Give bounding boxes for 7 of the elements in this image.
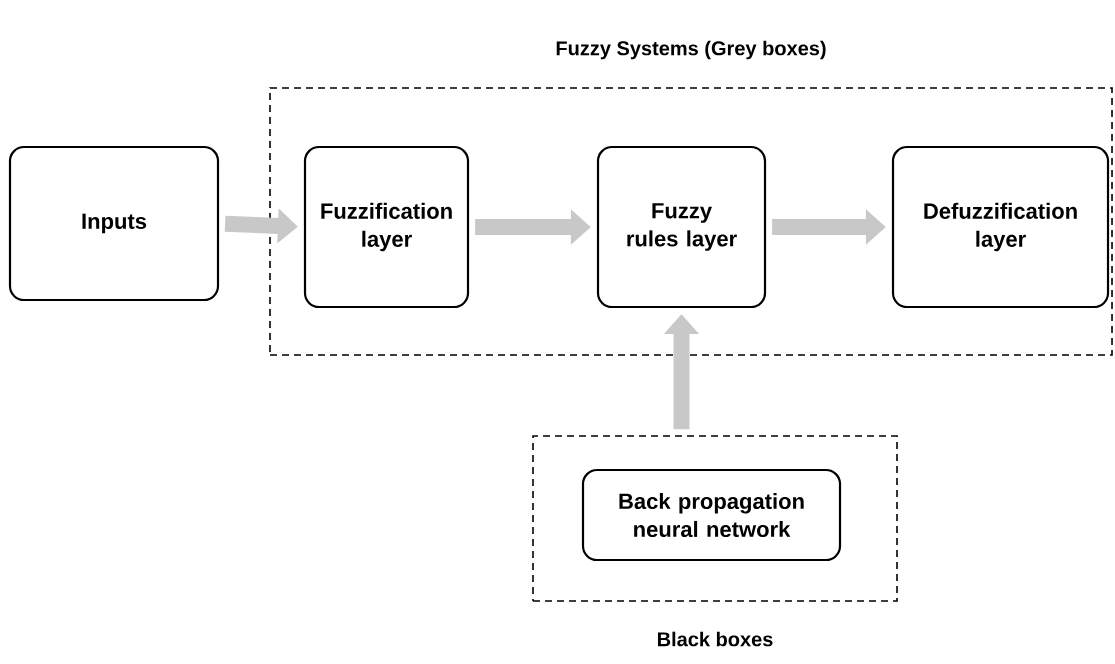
process-box: Fuzzification layer xyxy=(303,145,470,309)
node-label: Black boxes xyxy=(657,631,773,647)
process-box: Fuzzy rules layer xyxy=(596,145,767,309)
process-box: Defuzzification layer xyxy=(891,145,1110,309)
process-box: Back propagation neural network xyxy=(581,468,842,562)
node-label: Fuzzy Systems (Grey boxes) xyxy=(556,40,826,60)
process-box: Inputs xyxy=(8,145,220,302)
